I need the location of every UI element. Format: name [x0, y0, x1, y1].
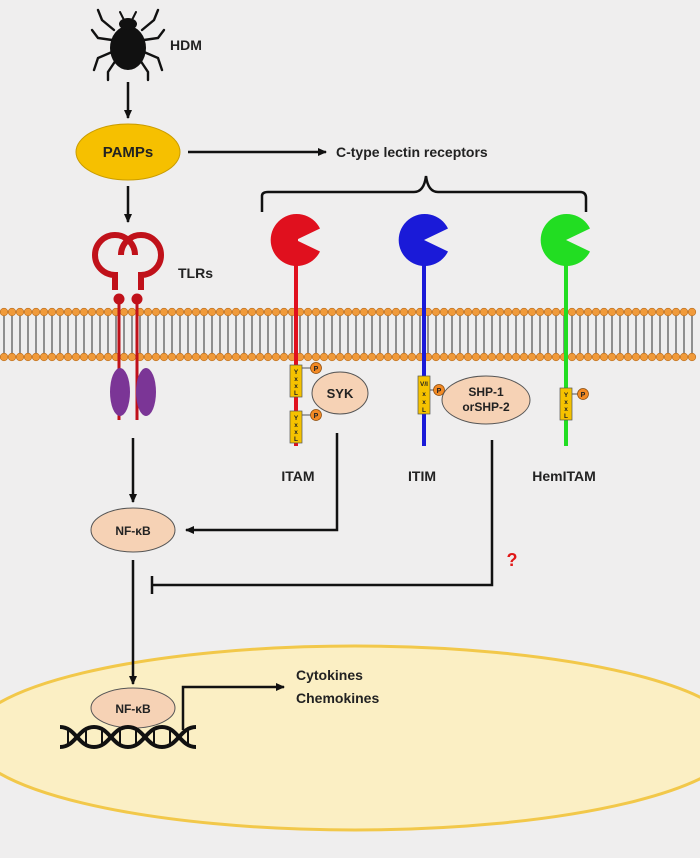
itim-motif: V/I x x L: [417, 375, 431, 415]
cell-membrane: [0, 307, 697, 362]
svg-text:Y: Y: [564, 392, 569, 399]
svg-text:Y: Y: [294, 415, 299, 422]
svg-text:x: x: [294, 376, 298, 383]
pamps-node: [75, 123, 181, 181]
inhibition-shp-to-nfkb: [152, 440, 494, 587]
itam-motif-upper: Y x x L: [289, 364, 303, 398]
svg-text:x: x: [422, 391, 426, 398]
phospho-site-itam-upper: [310, 362, 322, 374]
nfkb-cytoplasm-label: NF-κB: [115, 524, 151, 538]
output-chemokines: Chemokines: [296, 690, 379, 706]
itam-label: ITAM: [281, 468, 314, 484]
svg-text:L: L: [564, 413, 568, 420]
svg-text:P: P: [581, 392, 586, 399]
svg-text:L: L: [422, 407, 426, 414]
itam-motif-lower: Y x x L: [289, 410, 303, 444]
hemitam-motif: Y x x L: [559, 387, 573, 421]
receptor-group-brace: [260, 175, 588, 212]
svg-text:P: P: [314, 366, 319, 373]
hdm-label: HDM: [170, 37, 202, 53]
question-mark: ?: [507, 550, 518, 570]
nucleus: [0, 644, 700, 832]
mite-icon: [90, 8, 166, 82]
nfkb-cytoplasm: [90, 507, 176, 553]
syk-label: SYK: [327, 386, 354, 401]
phospho-site-itim: [433, 384, 445, 396]
output-cytokines: Cytokines: [296, 667, 363, 683]
svg-text:x: x: [564, 399, 568, 406]
svg-text:x: x: [294, 429, 298, 436]
clr-label: C-type lectin receptors: [336, 144, 488, 160]
svg-text:x: x: [294, 422, 298, 429]
svg-text:L: L: [294, 390, 298, 397]
shp-phosphatase: [441, 375, 531, 425]
svg-text:L: L: [294, 436, 298, 443]
tlrs-label: TLRs: [178, 265, 213, 281]
svg-text:Y: Y: [294, 369, 299, 376]
svg-text:x: x: [422, 399, 426, 406]
svg-text:P: P: [437, 388, 442, 395]
pamps-label: PAMPs: [103, 144, 154, 161]
svg-text:P: P: [314, 413, 319, 420]
phospho-site-itam-lower: [310, 409, 322, 421]
shp-label-line1: SHP-1: [468, 385, 504, 399]
svg-text:V/I: V/I: [420, 381, 428, 388]
arrow-transcription: [181, 683, 285, 730]
tlr-receptor-icon: [92, 232, 164, 420]
svg-text:x: x: [564, 406, 568, 413]
itim-label: ITIM: [408, 468, 436, 484]
arrow-syk-to-nfkb: [185, 433, 339, 534]
hemitam-label: HemITAM: [532, 468, 596, 484]
dna-icon: [59, 724, 197, 750]
syk-kinase: [311, 371, 369, 415]
phospho-site-hemitam: [577, 388, 589, 400]
shp-label-line2: orSHP-2: [462, 400, 510, 414]
nfkb-nucleus-label: NF-κB: [115, 702, 151, 716]
svg-text:x: x: [294, 383, 298, 390]
itim-receptor-icon: [398, 214, 448, 446]
